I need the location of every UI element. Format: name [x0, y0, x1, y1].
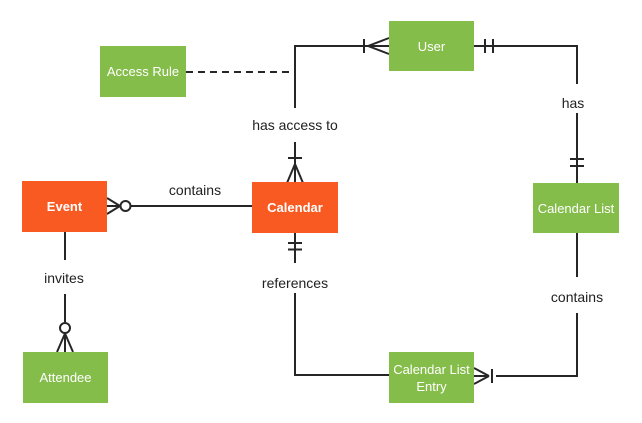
one-or-many-marker-icon [473, 367, 493, 385]
relationship-label-references: references [261, 275, 329, 291]
event-calendar-connector [106, 197, 252, 215]
relationship-label-invites: invites [44, 270, 84, 286]
entity-event: Event [22, 181, 107, 232]
one-and-only-one-marker-icon [570, 158, 584, 167]
entity-access-rule: Access Rule [100, 46, 186, 97]
entity-label: Access Rule [106, 64, 180, 79]
zero-or-many-marker-icon [56, 322, 74, 353]
one-or-many-marker-icon [363, 37, 390, 55]
entity-calendar-list-entry: Calendar List Entry [389, 352, 474, 403]
entity-attendee: Attendee [23, 352, 108, 403]
user-calendarlist-connector [474, 39, 584, 183]
one-and-only-one-marker-icon [288, 242, 302, 251]
entity-label: Calendar [267, 200, 323, 215]
one-and-only-one-marker-icon [484, 39, 494, 53]
relationship-label-contains-event: contains [168, 182, 222, 198]
relationship-label-contains-list: contains [550, 289, 604, 305]
calendar-entry-connector [288, 233, 389, 376]
calendarlist-entry-connector [473, 233, 578, 385]
entity-label: Calendar List Entry [393, 361, 470, 394]
entity-label: Event [46, 199, 83, 214]
user-calendar-connector [286, 37, 390, 184]
zero-or-many-marker-icon [106, 197, 132, 215]
entity-calendar: Calendar [252, 182, 338, 233]
one-or-many-marker-icon [286, 157, 304, 184]
entity-label: User [417, 38, 446, 54]
event-attendee-connector [56, 232, 74, 353]
relationship-label-has: has [561, 95, 585, 111]
entity-user: User [389, 21, 474, 71]
relationship-label-has-access-to: has access to [252, 117, 338, 133]
entity-label: Attendee [39, 370, 92, 385]
entity-calendar-list: Calendar List [533, 183, 619, 233]
entity-label: Calendar List [537, 200, 615, 216]
